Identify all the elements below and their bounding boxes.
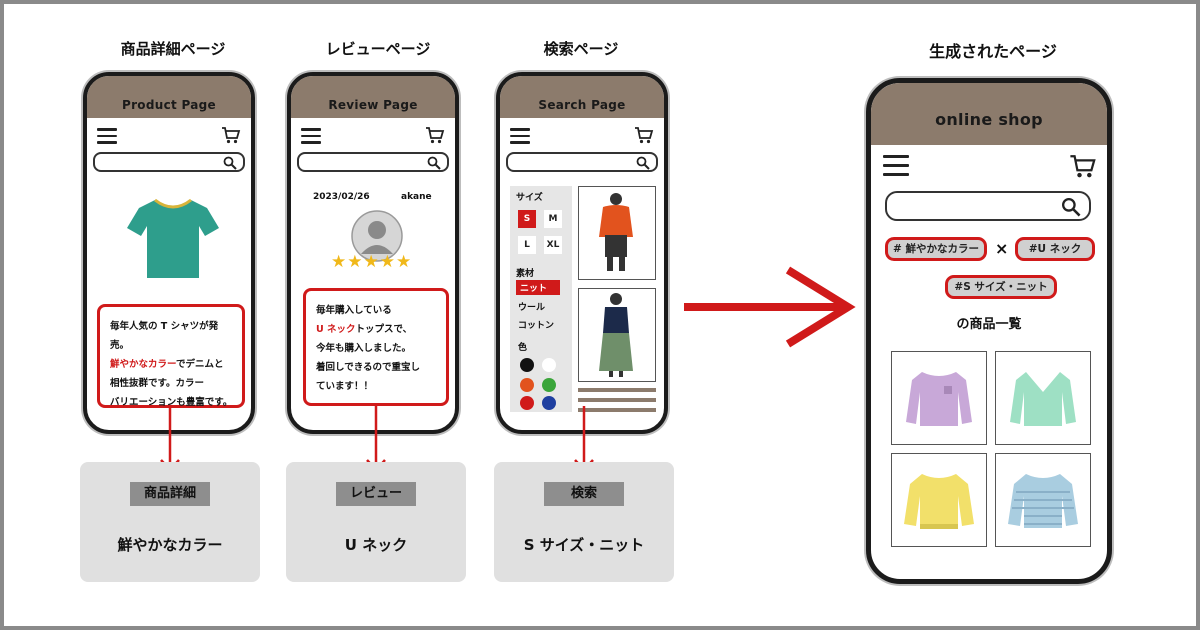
material-option-cotton[interactable]: コットン — [518, 321, 555, 331]
menu-icon[interactable] — [97, 128, 117, 144]
size-option-m[interactable]: M — [544, 210, 562, 228]
sweater-purple-image — [906, 372, 972, 426]
product-list-title: の商品一覧 — [956, 317, 1022, 332]
menu-icon[interactable] — [301, 128, 321, 144]
size-option-s[interactable]: S — [518, 210, 536, 228]
color-swatch-white[interactable] — [542, 358, 556, 372]
model-image-green-skirt — [599, 293, 633, 377]
model-image-orange-sweater — [599, 193, 633, 271]
hashtag-s-size-knit[interactable]: #S サイズ・ニット — [945, 275, 1057, 299]
phone-header-generated: online shop — [871, 83, 1107, 145]
generated-product-3[interactable] — [891, 453, 987, 547]
review-line-2: U ネックトップスで、 — [316, 324, 413, 335]
generated-product-1[interactable] — [891, 351, 987, 445]
sweater-mint-image — [1010, 372, 1076, 426]
phone-generated-page: online shop # 鮮やかなカラー × #U ネック #S サイズ・ニッ… — [866, 78, 1112, 584]
result-card-search: 検索 S サイズ・ニット — [494, 462, 674, 582]
search-input[interactable] — [506, 152, 658, 172]
phone-review-page: Review Page 2023/02/26 akane ★★★★★ 毎年購入し… — [287, 72, 459, 434]
cart-icon[interactable] — [634, 126, 654, 144]
cart-icon[interactable] — [425, 126, 445, 144]
menu-icon[interactable] — [883, 155, 909, 176]
search-input[interactable] — [885, 191, 1091, 221]
result-card-product: 商品詳細 鮮やかなカラー — [80, 462, 260, 582]
result-text-product: 鮮やかなカラー — [117, 536, 223, 554]
result-text-review: U ネック — [344, 536, 408, 554]
description-highlight: 鮮やかなカラー — [110, 359, 176, 370]
review-stars: ★★★★★ — [331, 252, 413, 272]
column-title-generated: 生成されたページ — [929, 42, 1057, 61]
result-tag-review: レビュー — [336, 482, 416, 506]
search-icon[interactable] — [636, 156, 650, 170]
description-line-4: バリエーションも豊富です。 — [110, 397, 233, 408]
generated-product-4[interactable] — [995, 453, 1091, 547]
column-title-search: 検索ページ — [543, 40, 619, 58]
column-title-product: 商品詳細ページ — [120, 40, 226, 58]
review-line-1: 毎年購入している — [316, 305, 392, 316]
description-line-1: 毎年人気の T シャツが発売。 — [110, 321, 219, 351]
review-text-box: 毎年購入している U ネックトップスで、 今年も購入しました。 着回しできるので… — [303, 288, 449, 406]
filter-material-label: 素材 — [516, 269, 535, 279]
search-input[interactable] — [93, 152, 245, 172]
result-tag-product: 商品詳細 — [130, 482, 210, 506]
color-swatch-black[interactable] — [520, 358, 534, 372]
result-tag-search: 検索 — [544, 482, 624, 506]
review-date: 2023/02/26 — [313, 192, 370, 202]
more-results-bars — [578, 388, 656, 412]
phone-header-product: Product Page — [87, 76, 251, 118]
color-swatch-green[interactable] — [542, 378, 556, 392]
generated-product-2[interactable] — [995, 351, 1091, 445]
review-line-3: 今年も購入しました。 — [316, 343, 412, 354]
column-title-review: レビューページ — [325, 40, 431, 58]
review-line-5: ています！！ — [316, 381, 374, 392]
search-icon[interactable] — [1061, 197, 1081, 217]
cart-icon[interactable] — [221, 126, 241, 144]
hashtag-u-neck[interactable]: #U ネック — [1015, 237, 1095, 261]
hashtag-vivid-color[interactable]: # 鮮やかなカラー — [885, 237, 987, 261]
filter-size-label: サイズ — [516, 193, 543, 203]
size-option-l[interactable]: L — [518, 236, 536, 254]
result-card-review: レビュー U ネック — [286, 462, 466, 582]
menu-icon[interactable] — [510, 128, 530, 144]
search-input[interactable] — [297, 152, 449, 172]
filter-color-label: 色 — [518, 343, 528, 353]
review-user: akane — [401, 192, 432, 202]
color-swatch-orange[interactable] — [520, 378, 534, 392]
sweater-yellow-image — [904, 474, 974, 529]
sweater-striped-blue-image — [1008, 474, 1078, 528]
product-card-2[interactable] — [578, 288, 656, 382]
material-option-wool[interactable]: ウール — [518, 303, 546, 313]
avatar — [351, 210, 403, 262]
search-icon[interactable] — [223, 156, 237, 170]
review-line-4: 着回しできるので重宝し — [316, 362, 421, 373]
color-swatch-red[interactable] — [520, 396, 534, 410]
search-icon[interactable] — [427, 156, 441, 170]
phone-header-search: Search Page — [500, 76, 664, 118]
times-symbol: × — [995, 239, 1009, 258]
right-arrow — [684, 266, 856, 348]
review-highlight: U ネック — [316, 324, 356, 335]
result-text-search: S サイズ・ニット — [523, 536, 645, 554]
product-card-1[interactable] — [578, 186, 656, 280]
phone-header-review: Review Page — [291, 76, 455, 118]
phone-product-page: Product Page 毎年人気の T シャツが発売。 鮮やかなカラーでデニム… — [83, 72, 255, 434]
description-line-2: 鮮やかなカラーでデニムと — [110, 359, 224, 370]
phone-search-page: Search Page サイズ S M L XL 素材 ニット ウール コットン… — [496, 72, 668, 434]
size-option-xl[interactable]: XL — [544, 236, 562, 254]
description-line-3: 相性抜群です。カラー — [110, 378, 205, 389]
cart-icon[interactable] — [1069, 153, 1097, 179]
color-swatch-blue[interactable] — [542, 396, 556, 410]
tshirt-image — [127, 198, 219, 278]
product-description-box: 毎年人気の T シャツが発売。 鮮やかなカラーでデニムと 相性抜群です。カラー … — [97, 304, 245, 408]
material-option-knit[interactable]: ニット — [516, 280, 560, 295]
